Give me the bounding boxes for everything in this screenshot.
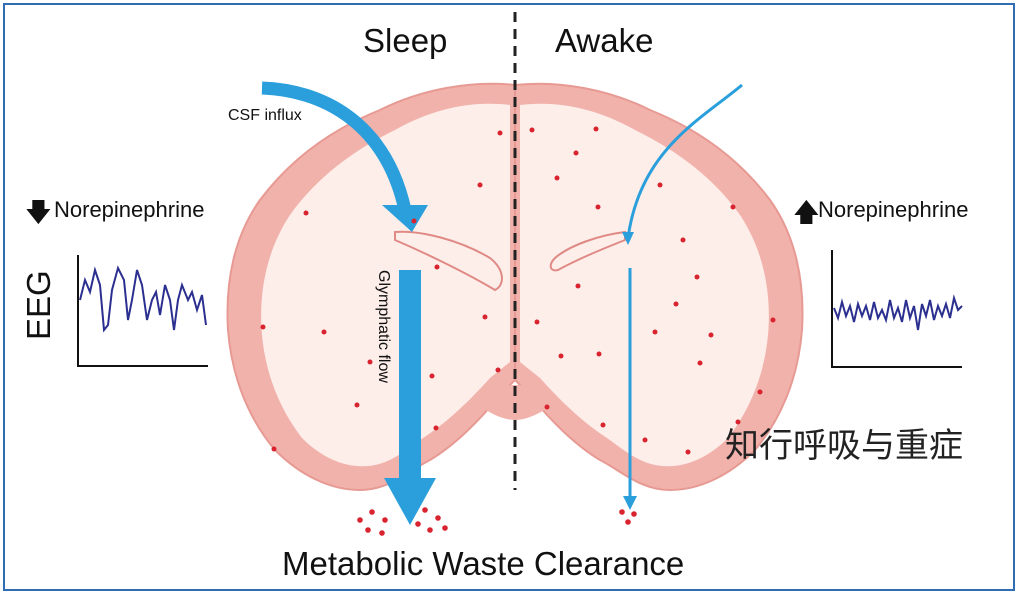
eeg-right-chart <box>831 250 963 368</box>
csf-influx-arrow <box>261 81 412 212</box>
eeg-left-chart <box>77 255 208 367</box>
brain-left-hemisphere <box>226 82 516 492</box>
awake-influx-arrowhead <box>622 232 634 245</box>
right-ventricle <box>549 230 626 272</box>
awake-influx-arrow <box>626 83 743 239</box>
norepinephrine-left-label: Norepinephrine <box>54 197 205 222</box>
awake-heading: Awake <box>555 22 654 59</box>
csf-influx-label: CSF influx <box>228 107 302 124</box>
eeg-right-trace <box>833 294 963 331</box>
awake-flow-arrowhead <box>623 496 637 510</box>
left-ventricle <box>394 230 503 292</box>
glymphatic-flow-label: Glymphatic flow <box>375 270 392 383</box>
eeg-left-trace <box>79 265 207 333</box>
down-arrow-icon: 🡇 <box>25 197 52 227</box>
waste-clearance-left <box>357 507 448 536</box>
waste-clearance-right <box>619 509 637 525</box>
waste-dots-right <box>529 126 776 455</box>
glymphatic-flow-arrowhead <box>384 478 436 525</box>
csf-influx-arrowhead <box>382 205 428 232</box>
up-arrow-icon: 🡅 <box>793 197 820 227</box>
bottom-title: Metabolic Waste Clearance <box>282 545 685 582</box>
brain-midline-base <box>470 385 560 420</box>
norepinephrine-right-label: Norepinephrine <box>818 197 969 222</box>
waste-dots-left <box>260 130 503 452</box>
brain-right-hemisphere <box>514 82 804 492</box>
outer-frame <box>3 3 1015 591</box>
eeg-axis-label: EEG <box>20 270 57 340</box>
sleep-heading: Sleep <box>363 22 448 59</box>
watermark-text: 知行呼吸与重症 <box>725 426 963 466</box>
